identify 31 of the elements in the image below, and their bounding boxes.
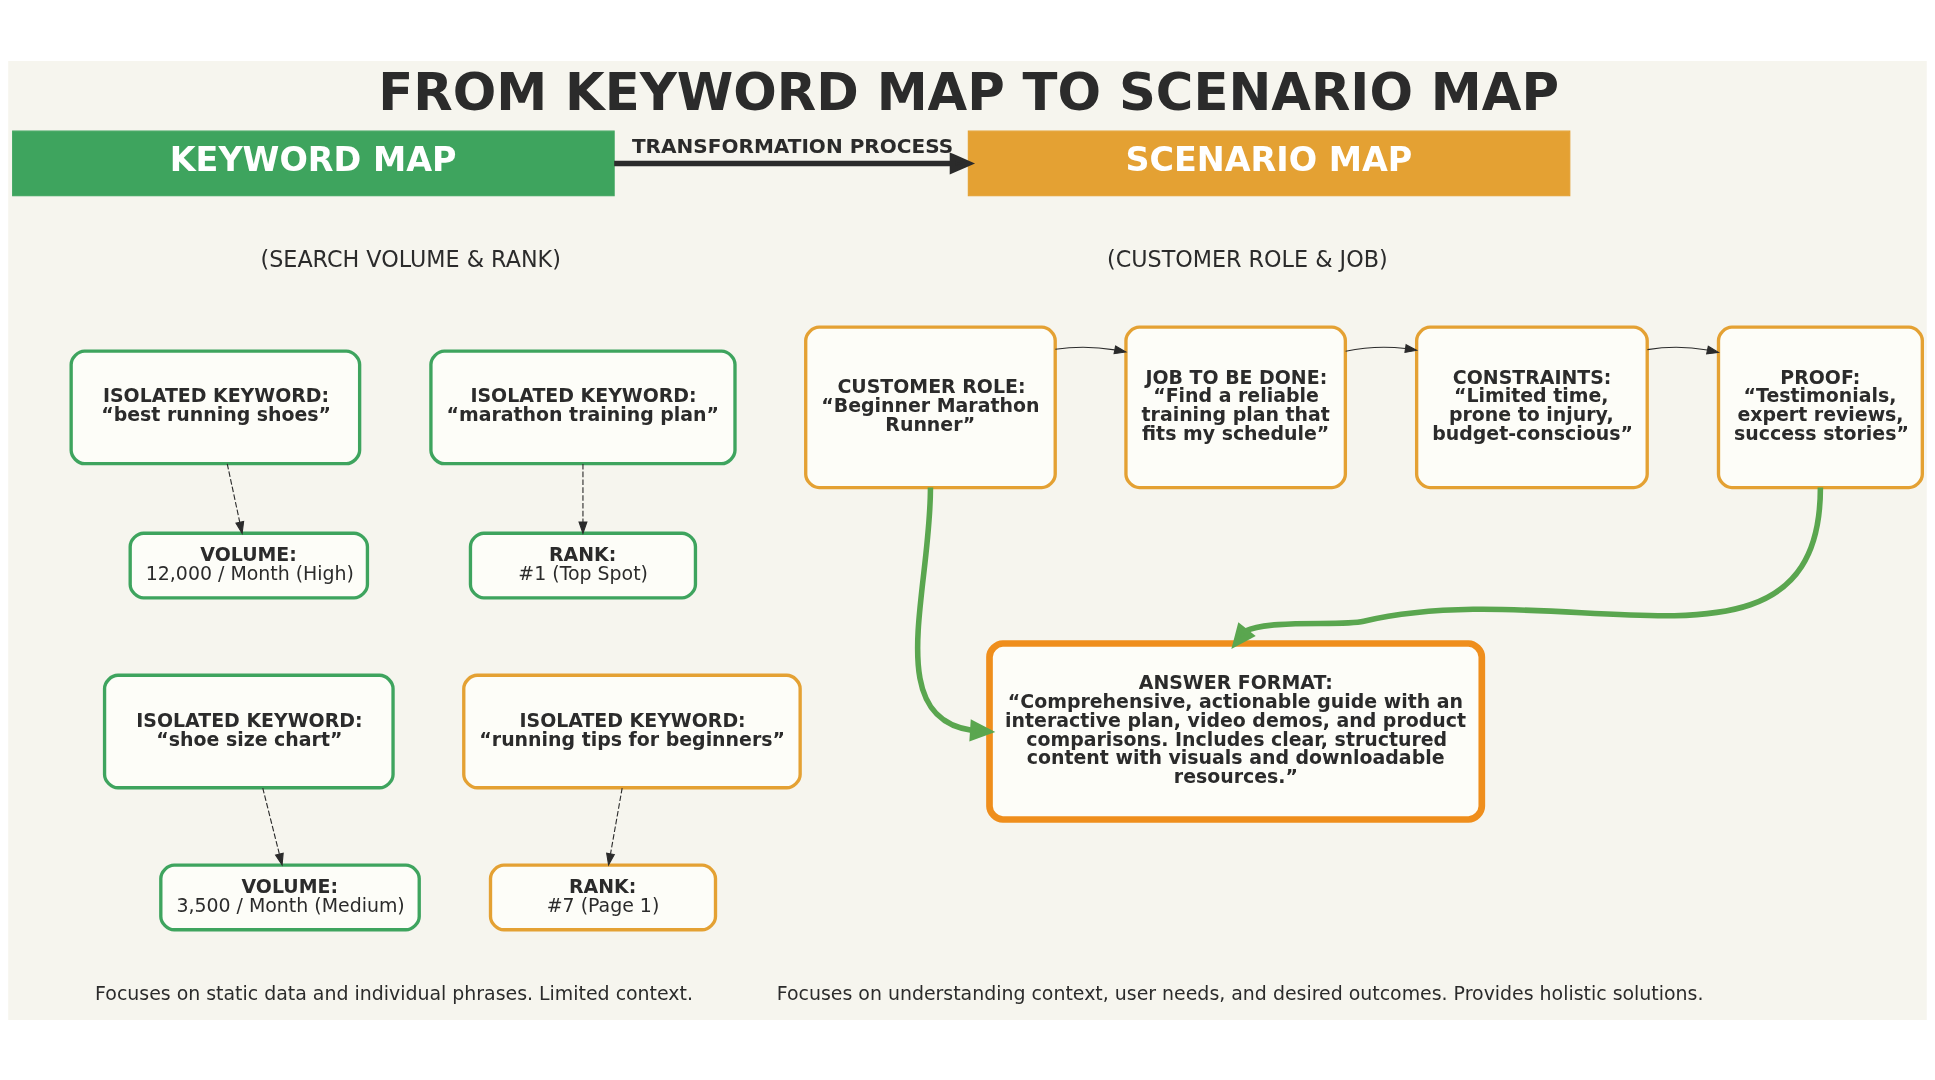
arrow <box>606 787 623 867</box>
arrow <box>614 151 976 175</box>
node-box: VOLUME: 12,000 / Month (High) <box>128 531 370 600</box>
node-box: ISOLATED KEYWORD: “running tips for beginners” <box>462 673 802 789</box>
node-box: ANSWER FORMAT: “Comprehensive, actionable guide with an interactive plan, video demos, and product comparisons. Includes clear, structured content with visuals and downloadable resources.” <box>986 639 1486 823</box>
node-box: ISOLATED KEYWORD: “shoe size chart” <box>102 673 395 789</box>
label: Focuses on static data and individual phrases. Limited context. <box>95 981 693 1004</box>
node-box: RANK: #1 (Top Spot) <box>468 531 698 600</box>
arrow <box>1345 343 1419 353</box>
node-box: CONSTRAINTS: “Limited time, prone to injury, budget-conscious” <box>1415 325 1649 489</box>
arrow <box>226 462 245 535</box>
edge-label: TRANSFORMATION PROCESS <box>631 133 954 158</box>
arrow <box>578 462 588 535</box>
node-box: JOB TO BE DONE: “Find a reliable training plan that fits my schedule” <box>1124 325 1348 489</box>
node-box: VOLUME: 3,500 / Month (Medium) <box>159 863 421 931</box>
arrow <box>1231 486 1824 649</box>
label: (CUSTOMER ROLE & JOB) <box>1107 245 1388 272</box>
label: Focuses on understanding context, user needs, and desired outcomes. Provides holistic solutions. <box>776 981 1704 1004</box>
label: (SEARCH VOLUME & RANK) <box>260 245 561 272</box>
node-box: ISOLATED KEYWORD: “best running shoes” <box>69 348 362 465</box>
node-box: CUSTOMER ROLE: “Beginner Marathon Runner” <box>804 325 1057 489</box>
node-box: KEYWORD MAP <box>12 130 615 196</box>
arrow <box>1054 344 1128 354</box>
node-box: PROOF: “Testimonials, expert reviews, success stories” <box>1716 325 1924 489</box>
arrow <box>262 787 284 866</box>
arrow <box>1646 344 1721 355</box>
node-box: SCENARIO MAP <box>967 130 1571 196</box>
node-box: ISOLATED KEYWORD: “marathon training plan” <box>429 348 737 465</box>
node-box: RANK: #7 (Page 1) <box>488 863 718 931</box>
diagram-title: FROM KEYWORD MAP TO SCENARIO MAP <box>378 61 1559 122</box>
arrow <box>914 487 996 741</box>
